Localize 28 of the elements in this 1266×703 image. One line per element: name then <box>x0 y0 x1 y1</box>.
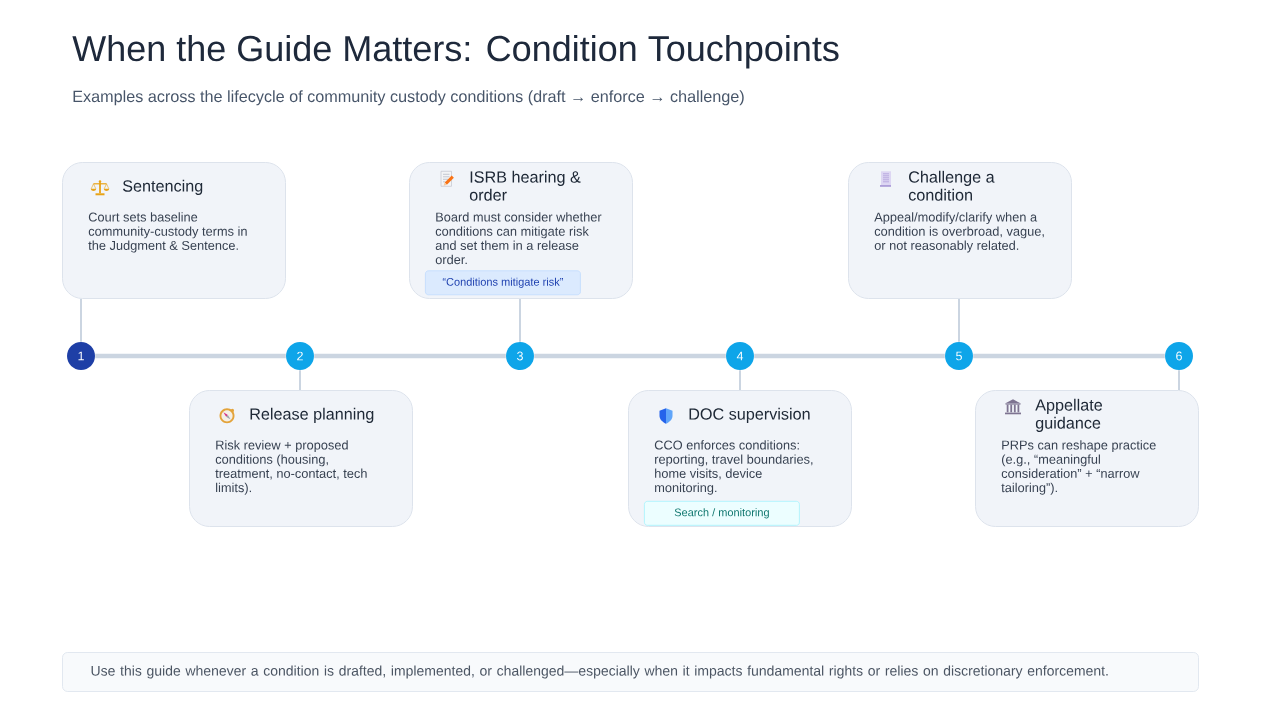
card-text: Board must consider whether conditions can mitigate risk and set them in a release order. <box>435 212 602 265</box>
connector-line <box>519 298 521 343</box>
card-heading: Appellate guidance <box>1035 398 1103 432</box>
note-banner: Use this guide whenever a condition is drafted, implemented, or challenged—especially when it impacts fundamental rights or relies on discretionary enforcement. <box>62 652 1199 692</box>
timeline-track <box>534 353 726 359</box>
connector-line <box>739 369 741 391</box>
card-text: Risk review + proposed conditions (housing, treatment, no-contact, tech limits). <box>215 440 367 495</box>
tag-pill: “Conditions mitigate risk” <box>425 270 581 296</box>
card-heading: ISRB hearing & order <box>469 170 581 201</box>
card-text: Court sets baseline community-custody terms in the Judgment & Sentence. <box>88 212 247 253</box>
connector-line <box>1178 369 1180 391</box>
card-text: Appeal/modify/clarify when a condition is overbroad, vague, or not reasonably related. <box>874 212 1044 253</box>
card-heading: DOC supervision <box>689 407 810 423</box>
timeline-track <box>314 353 506 359</box>
connector-line <box>299 369 301 391</box>
timeline-track <box>95 353 286 359</box>
card-heading: Challenge a condition <box>908 170 995 201</box>
connector-line <box>958 298 960 343</box>
card-text: PRPs can reshape practice (e.g., “meaningful consideration” + “narrow tailoring”). <box>1001 440 1156 495</box>
title: When the Guide Matters: Condition Touchpoints <box>72 34 839 69</box>
card-heading: Sentencing <box>122 179 203 195</box>
card-heading: Release planning <box>250 407 374 423</box>
connector-line <box>80 298 82 343</box>
tag-pill: Search / monitoring <box>644 500 800 526</box>
card-text: CCO enforces conditions: reporting, travel boundaries, home visits, device monitoring. <box>654 440 813 495</box>
timeline-track <box>754 353 945 359</box>
subtitle: Examples across the lifecycle of community custody conditions (draft → enforce → challenge) <box>73 90 744 106</box>
timeline-track <box>973 353 1165 359</box>
